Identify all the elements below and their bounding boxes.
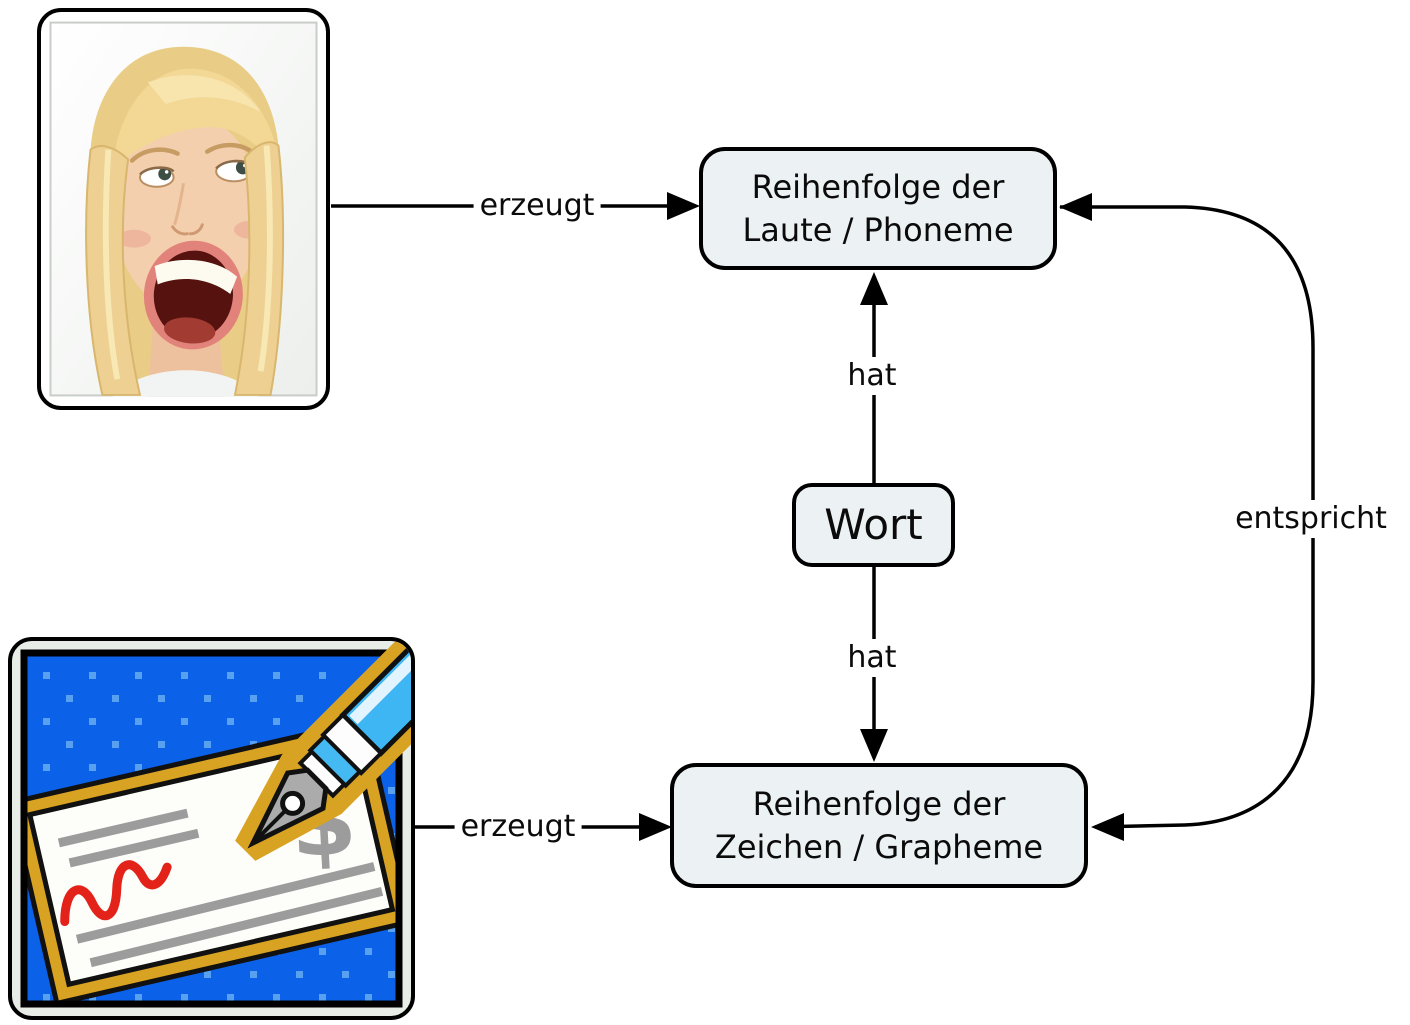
node-wort[interactable]: Wort bbox=[792, 483, 955, 567]
check-text-line-2 bbox=[68, 828, 200, 868]
eyelid-left bbox=[139, 166, 175, 176]
node-wort-label: Wort bbox=[824, 500, 923, 549]
arrowhead-entspricht-bottom bbox=[1091, 813, 1124, 841]
surprised-woman-illustration bbox=[49, 21, 318, 397]
nostril-left bbox=[171, 225, 189, 236]
node-grapheme-line2: Zeichen / Grapheme bbox=[714, 827, 1044, 866]
node-grapheme-sequence[interactable]: Reihenfolge der Zeichen / Grapheme bbox=[670, 763, 1088, 888]
arrowhead-wort-hat-grapheme bbox=[860, 729, 888, 762]
eye-glint-left bbox=[164, 170, 169, 174]
edge-label-speaker-erzeugt[interactable]: erzeugt bbox=[473, 187, 601, 225]
pen-nib-hole bbox=[280, 790, 306, 816]
tongue bbox=[164, 317, 216, 344]
edge-label-writer-erzeugt[interactable]: erzeugt bbox=[454, 808, 582, 846]
arrowhead-speaker-erzeugt bbox=[667, 192, 700, 220]
arrowhead-entspricht-top bbox=[1059, 193, 1092, 221]
arrowhead-wort-hat-phoneme bbox=[860, 272, 888, 305]
edge-label-hat-bottom[interactable]: hat bbox=[841, 639, 903, 677]
node-phoneme-line2: Laute / Phoneme bbox=[742, 210, 1014, 249]
node-grapheme-line1: Reihenfolge der bbox=[752, 784, 1006, 823]
check-text-line-3 bbox=[75, 862, 376, 944]
pen-barrel-highlight bbox=[349, 641, 411, 725]
nose-bridge bbox=[173, 183, 185, 226]
fountain-pen bbox=[235, 641, 411, 861]
hair-highlight-left bbox=[102, 149, 121, 380]
blush-left bbox=[117, 229, 151, 248]
pen-check-illustration: $ bbox=[20, 641, 411, 1008]
hair-highlight-right bbox=[257, 145, 273, 372]
node-phoneme-line1: Reihenfolge der bbox=[751, 167, 1005, 206]
check-text-line-1 bbox=[57, 808, 189, 848]
blue-background-border bbox=[20, 649, 403, 1008]
open-mouth bbox=[143, 240, 243, 350]
nostril-right bbox=[188, 223, 204, 236]
bangs-highlight bbox=[147, 75, 261, 113]
edge-label-entspricht[interactable]: entspricht bbox=[1229, 500, 1393, 538]
hair-side-left bbox=[85, 145, 142, 396]
eyebrow-left bbox=[129, 147, 180, 163]
edge-label-hat-top[interactable]: hat bbox=[841, 357, 903, 395]
node-phoneme-sequence[interactable]: Reihenfolge der Laute / Phoneme bbox=[699, 147, 1057, 270]
signature-squiggle bbox=[60, 860, 172, 927]
speaker-photo[interactable] bbox=[37, 8, 330, 410]
check-writing-image[interactable]: $ bbox=[8, 637, 415, 1020]
shirt bbox=[112, 370, 259, 397]
eyebrow-right bbox=[205, 142, 255, 155]
arrowhead-writer-erzeugt bbox=[639, 813, 672, 841]
check-text-line-4 bbox=[89, 887, 384, 968]
upper-teeth bbox=[154, 259, 238, 294]
